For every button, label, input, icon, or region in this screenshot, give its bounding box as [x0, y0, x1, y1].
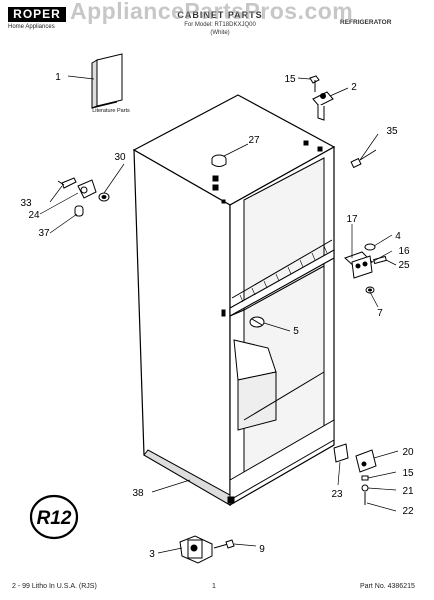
callout-30: 30 [114, 152, 126, 163]
callout-24: 24 [28, 210, 40, 221]
bottom-right-parts [333, 443, 377, 505]
callout-4: 4 [395, 231, 401, 242]
callout-16: 16 [398, 246, 410, 257]
callout-17: 17 [346, 214, 358, 225]
callout-23: 23 [331, 489, 343, 500]
callout-7: 7 [377, 308, 383, 319]
screw-part-9 [213, 539, 235, 549]
top-plug-part-27 [211, 154, 227, 167]
top-hinge-part-2 [312, 91, 334, 121]
brand-subtitle: Home Appliances [8, 24, 55, 30]
callout-9: 9 [259, 544, 265, 555]
footer-litho: 2 - 99 Litho In U.S.A. (RJS) [12, 583, 97, 590]
callout-2: 2 [351, 82, 357, 93]
callout-37: 37 [38, 228, 50, 239]
brand-logo: ROPER [8, 7, 66, 22]
callout-35: 35 [386, 126, 398, 137]
left-hinge-assembly [57, 177, 110, 217]
center-hinge-assembly [344, 243, 387, 294]
literature-parts-label: Literature Parts [92, 108, 130, 114]
callout-25: 25 [398, 260, 410, 271]
category-label: REFRIGERATOR [340, 19, 392, 26]
bushing-part-35 [350, 149, 377, 169]
callout-15-top: 15 [284, 74, 296, 85]
footer-part-number: Part No. 4386215 [360, 583, 415, 590]
watermark: AppliancePartsPros.com [70, 0, 354, 24]
callout-27: 27 [248, 135, 260, 146]
footer-page-number: 1 [212, 583, 216, 590]
callout-5: 5 [293, 326, 299, 337]
callout-15-bottom: 15 [402, 468, 414, 479]
callout-1: 1 [55, 72, 61, 83]
callout-22: 22 [402, 506, 414, 517]
callout-3: 3 [149, 549, 155, 560]
callout-numbers: 1 2 3 4 5 7 9 15 15 16 17 20 21 22 23 24… [20, 72, 414, 560]
callout-33: 33 [20, 198, 32, 209]
model-line: For Model: RT18DKXJQ00 [184, 22, 256, 28]
r12-stamp: R12 [29, 494, 79, 540]
screw-part-15-top [309, 75, 320, 92]
callout-21: 21 [402, 486, 414, 497]
bottom-hinge-part-3 [179, 535, 213, 564]
callout-38: 38 [132, 488, 144, 499]
literature-booklet [91, 53, 123, 109]
color-line: (White) [210, 30, 230, 36]
callout-20: 20 [402, 447, 414, 458]
page-title: CABINET PARTS [177, 10, 263, 20]
leader-lines [39, 75, 399, 554]
door-stop-part-5 [249, 316, 265, 328]
refrigerator-cabinet [132, 94, 336, 507]
stamp-text: R12 [37, 508, 72, 529]
